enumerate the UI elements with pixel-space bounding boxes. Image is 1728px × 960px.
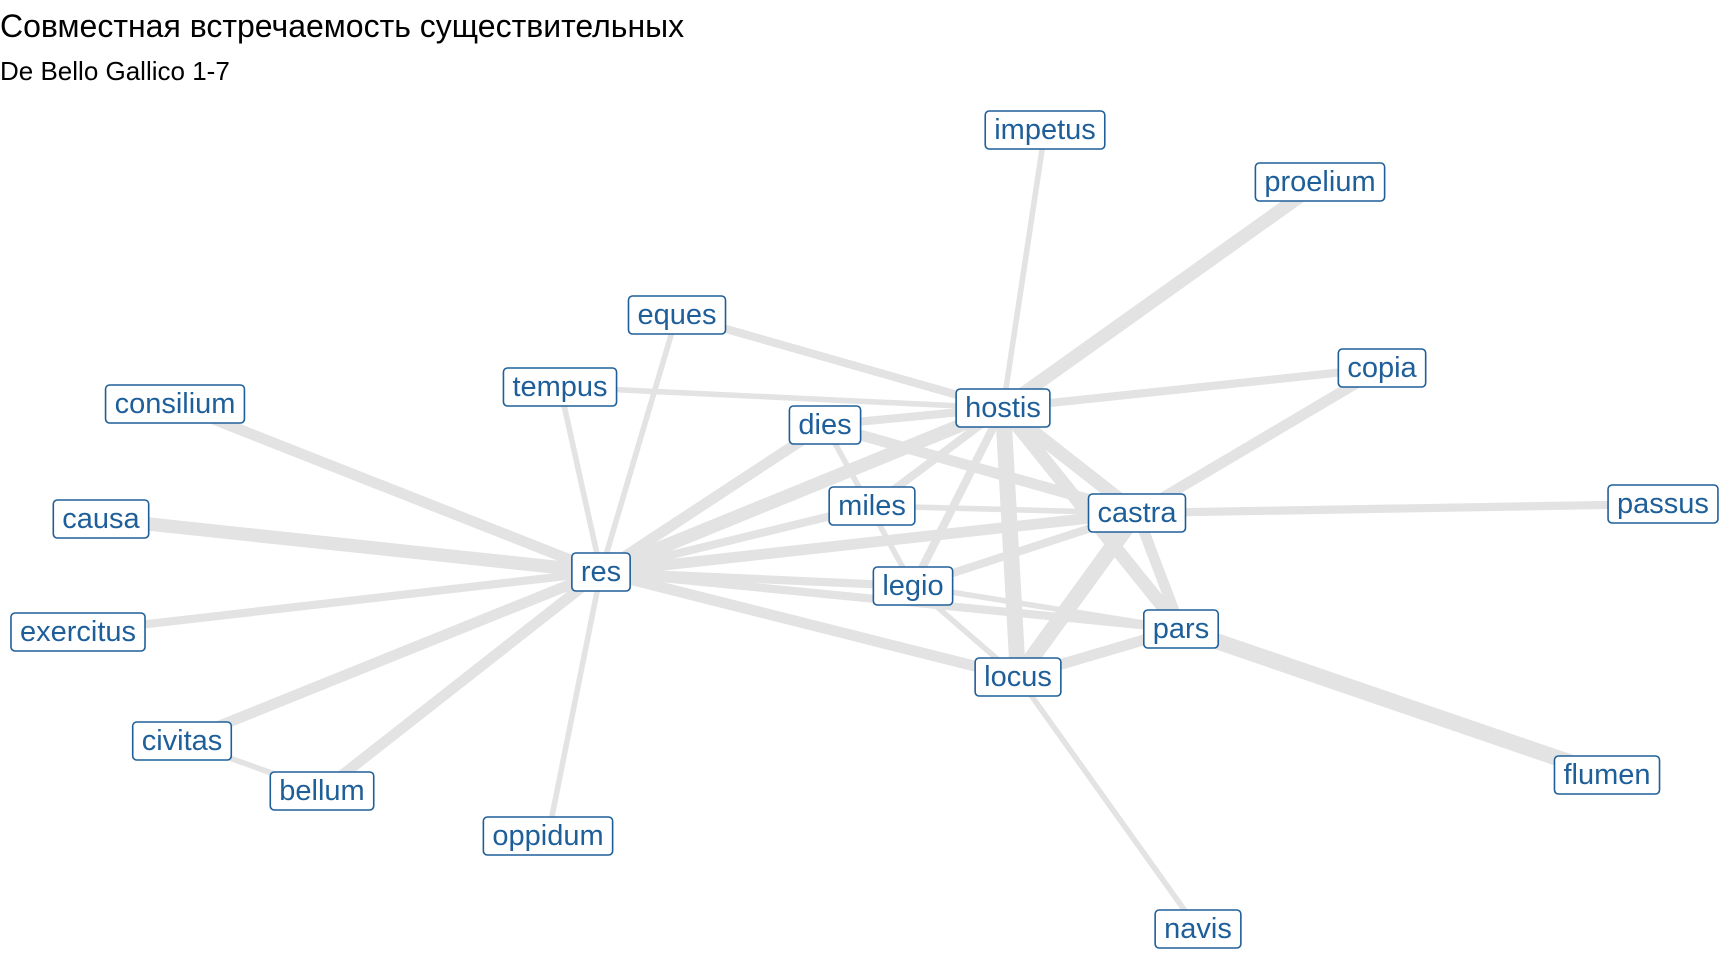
edge-locus-navis bbox=[1015, 675, 1201, 931]
node-label: passus bbox=[1617, 488, 1709, 520]
node-box bbox=[984, 110, 1106, 150]
edge-res-dies bbox=[598, 420, 828, 577]
node-passus: passus bbox=[1607, 484, 1719, 524]
node-label: tempus bbox=[512, 371, 607, 403]
edge-civitas-res bbox=[179, 566, 604, 747]
node-box bbox=[52, 499, 150, 539]
edge-tempus-hostis bbox=[559, 384, 1004, 411]
edge-oppidum-res bbox=[545, 571, 604, 837]
node-label: dies bbox=[798, 409, 851, 441]
node-label: impetus bbox=[994, 114, 1096, 146]
edge-causa-res bbox=[100, 512, 602, 579]
node-flumen: flumen bbox=[1553, 755, 1661, 795]
edge-res-locus bbox=[599, 566, 1020, 683]
edge-hostis-locus bbox=[995, 407, 1026, 678]
edge-res-miles bbox=[600, 502, 873, 576]
node-exercitus: exercitus bbox=[10, 612, 146, 652]
node-box bbox=[1154, 909, 1242, 949]
node-box bbox=[269, 771, 375, 811]
edge-pars-flumen bbox=[1178, 621, 1610, 783]
edge-eques-hostis bbox=[675, 311, 1005, 412]
node-box bbox=[872, 566, 954, 606]
node-label: locus bbox=[984, 661, 1052, 693]
chart-subtitle: De Bello Gallico 1-7 bbox=[0, 56, 230, 86]
node-causa: causa bbox=[52, 499, 150, 539]
node-civitas: civitas bbox=[131, 721, 233, 761]
node-locus: locus bbox=[974, 657, 1062, 697]
node-label: bellum bbox=[279, 775, 364, 807]
node-box bbox=[1254, 162, 1386, 202]
edge-bellum-res bbox=[318, 567, 605, 796]
node-label: oppidum bbox=[492, 820, 603, 852]
edge-consilium-res bbox=[173, 398, 603, 578]
edge-copia-castra bbox=[1134, 363, 1385, 518]
edge-res-castra bbox=[600, 507, 1138, 578]
node-box bbox=[828, 486, 916, 526]
node-box bbox=[974, 657, 1062, 697]
node-layer: impetus proelium eques copia tempus hostis con… bbox=[10, 110, 1719, 949]
node-label: pars bbox=[1153, 613, 1209, 645]
node-label: castra bbox=[1098, 497, 1178, 529]
node-label: legio bbox=[882, 570, 943, 602]
node-label: hostis bbox=[965, 392, 1041, 424]
edge-impetus-hostis bbox=[1000, 129, 1048, 409]
node-hostis: hostis bbox=[955, 388, 1051, 428]
node-consilium: consilium bbox=[104, 384, 246, 424]
edge-res-hostis bbox=[598, 401, 1006, 579]
node-label: civitas bbox=[142, 725, 223, 757]
node-box bbox=[104, 384, 246, 424]
node-label: proelium bbox=[1264, 166, 1375, 198]
node-label: res bbox=[581, 556, 621, 588]
node-box bbox=[1142, 609, 1220, 649]
node-label: causa bbox=[62, 503, 140, 535]
node-oppidum: oppidum bbox=[482, 816, 614, 856]
node-miles: miles bbox=[828, 486, 916, 526]
node-res: res bbox=[571, 552, 631, 592]
node-label: consilium bbox=[115, 388, 236, 420]
node-box bbox=[1607, 484, 1719, 524]
node-box bbox=[571, 552, 631, 592]
node-proelium: proelium bbox=[1254, 162, 1386, 202]
node-label: copia bbox=[1347, 352, 1417, 384]
node-impetus: impetus bbox=[984, 110, 1106, 150]
node-box bbox=[131, 721, 233, 761]
node-box bbox=[1553, 755, 1661, 795]
edge-legio-pars bbox=[912, 583, 1182, 632]
edge-copia-hostis bbox=[1002, 363, 1383, 413]
node-label: miles bbox=[838, 490, 906, 522]
node-box bbox=[10, 612, 146, 652]
edge-castra-locus bbox=[1011, 508, 1144, 682]
node-navis: navis bbox=[1154, 909, 1242, 949]
node-castra: castra bbox=[1087, 493, 1187, 533]
node-box bbox=[502, 367, 618, 407]
node-eques: eques bbox=[627, 295, 727, 335]
edge-legio-hostis bbox=[909, 406, 1007, 588]
chart-title: Совместная встречаемость существительных bbox=[0, 8, 685, 44]
edge-eques-res bbox=[598, 314, 680, 573]
node-box bbox=[1337, 348, 1427, 388]
edge-dies-castra bbox=[823, 419, 1139, 519]
node-dies: dies bbox=[788, 405, 862, 445]
node-label: navis bbox=[1164, 913, 1232, 945]
edge-exercitus-res bbox=[77, 567, 602, 637]
node-label: eques bbox=[637, 299, 716, 331]
edge-castra-passus bbox=[1136, 499, 1664, 518]
node-pars: pars bbox=[1142, 609, 1220, 649]
node-copia: copia bbox=[1337, 348, 1427, 388]
node-box bbox=[788, 405, 862, 445]
node-box bbox=[955, 388, 1051, 428]
node-label: exercitus bbox=[20, 616, 136, 648]
node-box bbox=[482, 816, 614, 856]
node-bellum: bellum bbox=[269, 771, 375, 811]
node-label: flumen bbox=[1563, 759, 1650, 791]
node-box bbox=[627, 295, 727, 335]
node-tempus: tempus bbox=[502, 367, 618, 407]
edge-proelium-hostis bbox=[999, 176, 1324, 414]
edge-tempus-res bbox=[557, 386, 604, 573]
node-box bbox=[1087, 493, 1187, 533]
node-legio: legio bbox=[872, 566, 954, 606]
